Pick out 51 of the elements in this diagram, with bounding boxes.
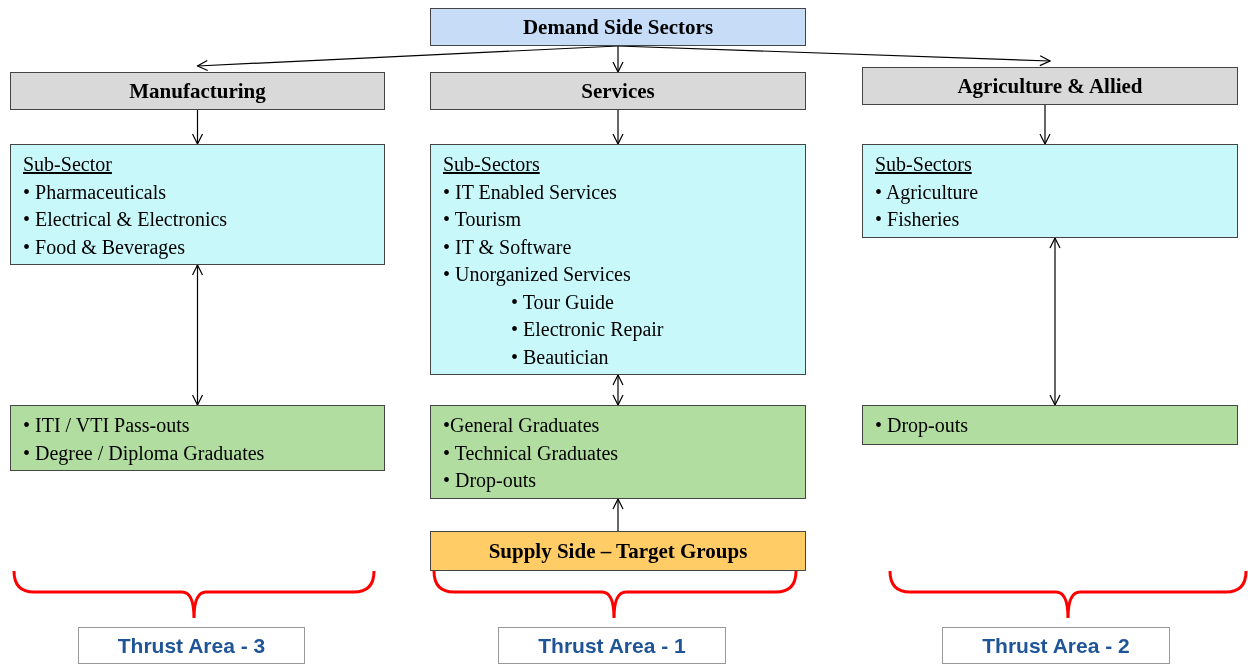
list-item: • ITI / VTI Pass-outs [23,413,190,438]
box-title: Services [581,78,655,104]
arrow [612,498,624,532]
list-item: • Degree / Diploma Graduates [23,440,265,467]
box-title: Manufacturing [129,78,266,104]
box-title: Agriculture & Allied [957,73,1143,99]
list-heading: Sub-Sector [23,152,112,177]
thrust-area-label: Thrust Area - 1 [538,633,686,658]
list-heading: Sub-Sectors [875,152,972,177]
arrow [191,264,204,406]
list-item: • Tour Guide [511,289,614,315]
list-item: • Tourism [443,207,522,232]
subsector-box [430,144,806,375]
arrow [1049,237,1061,406]
box-title: Supply Side – Target Groups [488,538,748,564]
subsector-box [10,144,385,265]
list-item: • Food & Beverages [23,234,185,261]
thrust-area-box [78,627,305,664]
supply-box [430,531,806,571]
arrow [1039,104,1051,145]
list-item: • IT Enabled Services [443,179,617,205]
list-item: • Beautician [511,344,609,370]
sector-box [430,72,806,110]
box-title: Demand Side Sectors [522,14,714,40]
subsector-box [862,144,1238,238]
target-group-box [430,405,806,499]
thrust-area-box [498,627,726,664]
list-item: •General Graduates [443,413,600,438]
sector-box [862,67,1238,105]
list-item: • Electrical & Electronics [23,207,228,232]
list-item: • Pharmaceuticals [23,179,167,205]
sector-box [10,72,385,110]
list-item: • Fisheries [875,207,960,232]
thrust-area-label: Thrust Area - 3 [117,633,266,658]
list-item: • Unorganized Services [443,262,631,288]
arrow [612,374,624,406]
sector-header-box [430,8,806,46]
arrow [191,109,204,145]
thrust-area-label: Thrust Area - 2 [982,633,1130,658]
list-item: • Agriculture [875,179,979,206]
target-group-box [10,405,385,471]
list-item: • Drop-outs [443,468,537,494]
list-item: • Electronic Repair [511,317,664,343]
arrow [612,109,624,145]
arrow [612,45,624,73]
thrust-area-box [942,627,1170,664]
list-item: • Drop-outs [875,413,969,439]
list-heading: Sub-Sectors [443,152,540,177]
list-item: • IT & Software [443,234,572,260]
target-group-box [862,405,1238,445]
list-item: • Technical Graduates [443,440,619,466]
